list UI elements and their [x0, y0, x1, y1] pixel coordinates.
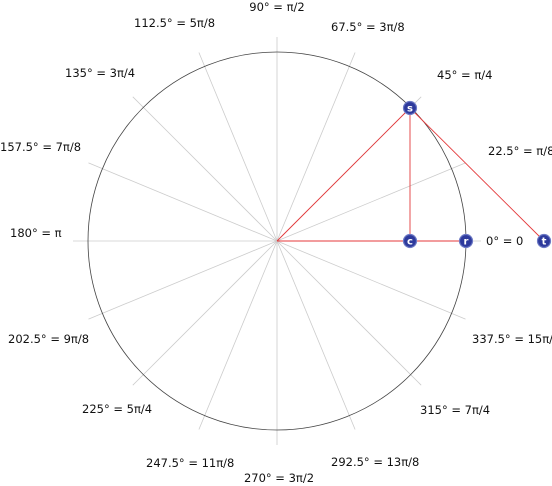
angle-label-247-5: 247.5° = 11π/8	[146, 456, 234, 470]
angle-label-225: 225° = 5π/4	[82, 402, 152, 416]
angle-label-22-5: 22.5° = π/8	[488, 144, 552, 158]
trig-triangle	[276, 107, 545, 242]
point-t-label: t	[542, 237, 547, 248]
point-s-label: s	[407, 104, 413, 115]
angle-label-292-5: 292.5° = 13π/8	[331, 455, 419, 469]
point-c-label: c	[407, 237, 413, 248]
hypotenuse-line	[276, 107, 411, 242]
angle-label-202-5: 202.5° = 9π/8	[8, 332, 89, 346]
spoke-202-5	[88, 240, 278, 320]
angle-label-315: 315° = 7π/4	[420, 403, 490, 417]
angle-label-0: 0° = 0	[486, 234, 523, 248]
labeled-points: s c r t	[402, 100, 552, 249]
spoke-225	[132, 240, 278, 386]
spoke-67-5	[276, 52, 356, 242]
angle-label-337-5: 337.5° = 15π/8	[472, 332, 552, 346]
angle-label-180: 180° = π	[10, 226, 62, 240]
spoke-315	[276, 240, 422, 386]
point-c-marker	[402, 233, 418, 249]
point-c: c	[402, 233, 418, 249]
angle-label-157-5: 157.5° = 7π/8	[0, 140, 81, 154]
spoke-247-5	[198, 240, 278, 430]
spoke-337-5	[276, 240, 466, 320]
angle-label-67-5: 67.5° = 3π/8	[331, 20, 405, 34]
spoke-22-5	[276, 162, 466, 242]
point-r: r	[458, 233, 474, 249]
angle-label-112-5: 112.5° = 5π/8	[134, 16, 215, 30]
point-s: s	[402, 100, 418, 116]
angle-label-90: 90° = π/2	[249, 0, 304, 14]
spoke-157-5	[88, 162, 278, 242]
point-r-marker	[458, 233, 474, 249]
point-r-label: r	[464, 237, 469, 248]
point-t: t	[536, 233, 552, 249]
tangent-line	[409, 107, 545, 242]
point-s-marker	[402, 100, 418, 116]
angle-label-45: 45° = π/4	[437, 68, 492, 82]
spoke-292-5	[276, 240, 356, 430]
angle-label-270: 270° = 3π/2	[244, 471, 314, 485]
spoke-135	[132, 96, 278, 242]
point-t-marker	[536, 233, 552, 249]
spoke-112-5	[198, 52, 278, 242]
angle-label-135: 135° = 3π/4	[65, 66, 135, 80]
